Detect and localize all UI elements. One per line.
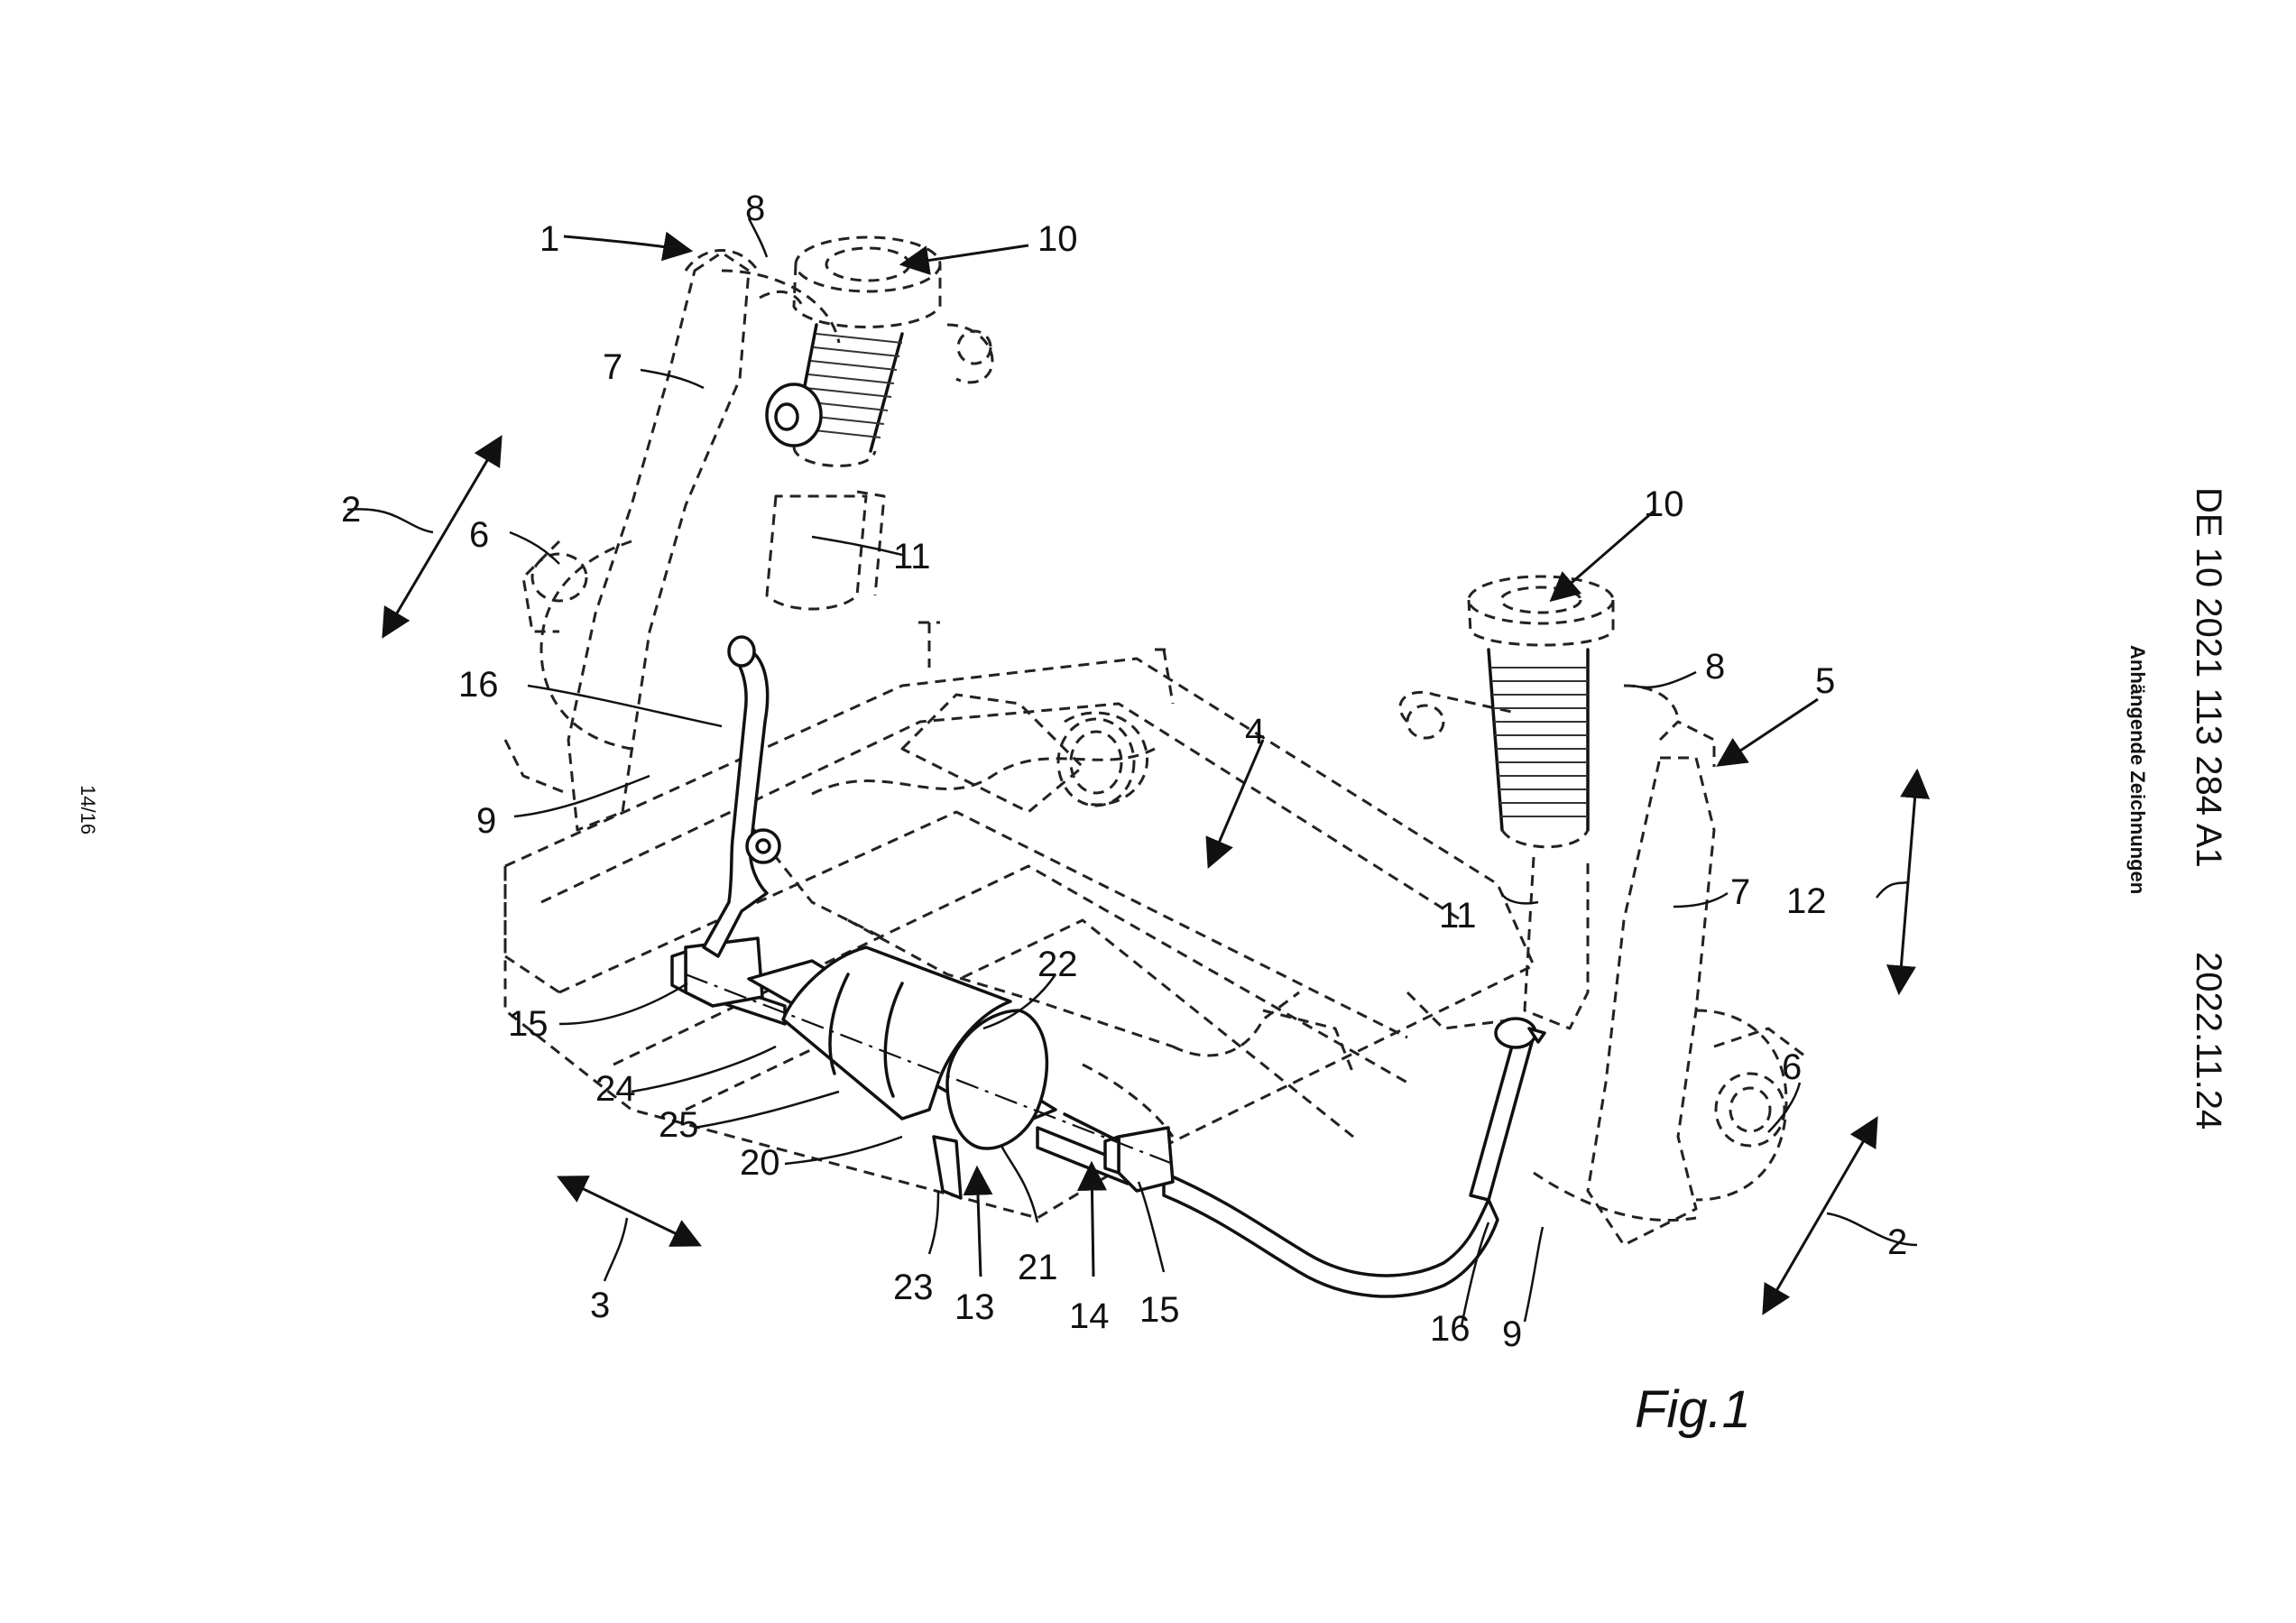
direction-arrows [346, 435, 1931, 1315]
ref-10-right: 10 [1644, 484, 1684, 524]
ref-25: 25 [659, 1105, 699, 1145]
ref-10-left: 10 [1037, 219, 1078, 259]
ref-8-left: 8 [745, 189, 765, 228]
ref-11-left: 11 [893, 537, 931, 576]
ref-15-right: 15 [1139, 1290, 1180, 1330]
reference-numerals: 1 8 10 7 2 6 11 16 9 15 22 24 25 20 3 23… [341, 189, 1907, 1354]
ref-7-right: 7 [1730, 872, 1750, 912]
ref-12: 12 [1786, 881, 1827, 921]
ref-6-left: 6 [469, 515, 489, 555]
ref-16-right: 16 [1430, 1309, 1471, 1349]
right-shock-absorber [1523, 856, 1590, 1030]
figure-label: Fig.1 [1635, 1380, 1751, 1439]
ref-24: 24 [595, 1069, 636, 1109]
leader-lines [509, 217, 1819, 1327]
ref-11-right: 11 [1439, 896, 1477, 936]
publication-date: 2022.11.24 [2189, 952, 2228, 1130]
ref-2-left: 2 [341, 490, 361, 530]
ref-23: 23 [893, 1268, 934, 1307]
ref-2-right: 2 [1887, 1222, 1907, 1262]
ref-9-left: 9 [476, 801, 496, 841]
ref-21: 21 [1018, 1248, 1058, 1287]
ref-1: 1 [539, 219, 559, 259]
ref-13: 13 [954, 1287, 995, 1327]
axle-subframe [503, 621, 1535, 1220]
left-wheel-carrier [503, 249, 994, 832]
page-number: 14/16 [77, 785, 99, 835]
left-strut-top-mount [759, 235, 942, 328]
section-title: Anhängende Zeichnungen [2126, 645, 2149, 894]
ref-9-right: 9 [1502, 1314, 1522, 1354]
ref-14: 14 [1069, 1296, 1110, 1336]
ref-8-right: 8 [1705, 647, 1725, 687]
right-wheel-carrier [1398, 684, 1805, 1247]
ref-16-left: 16 [458, 665, 499, 705]
stabilizer-actuator [685, 945, 1174, 1200]
ref-6-right: 6 [1782, 1047, 1802, 1087]
document-header: DE 10 2021 113 284 A1 2022.11.24 Anhänge… [2126, 487, 2228, 1130]
ref-22: 22 [1037, 945, 1078, 984]
publication-number: DE 10 2021 113 284 A1 [2189, 487, 2228, 868]
left-coupling-rod [702, 635, 781, 958]
ref-20: 20 [740, 1143, 780, 1183]
left-coil-spring [765, 323, 904, 453]
ref-5: 5 [1815, 661, 1835, 701]
right-coupling-rod [1469, 1017, 1546, 1202]
ref-7-left: 7 [603, 347, 622, 387]
right-coil-spring [1487, 648, 1590, 849]
ref-3: 3 [590, 1286, 610, 1325]
right-strut-top-mount [1467, 575, 1615, 647]
ref-15-left: 15 [508, 1004, 549, 1044]
ref-4: 4 [1245, 712, 1265, 752]
left-shock-absorber [765, 446, 886, 611]
